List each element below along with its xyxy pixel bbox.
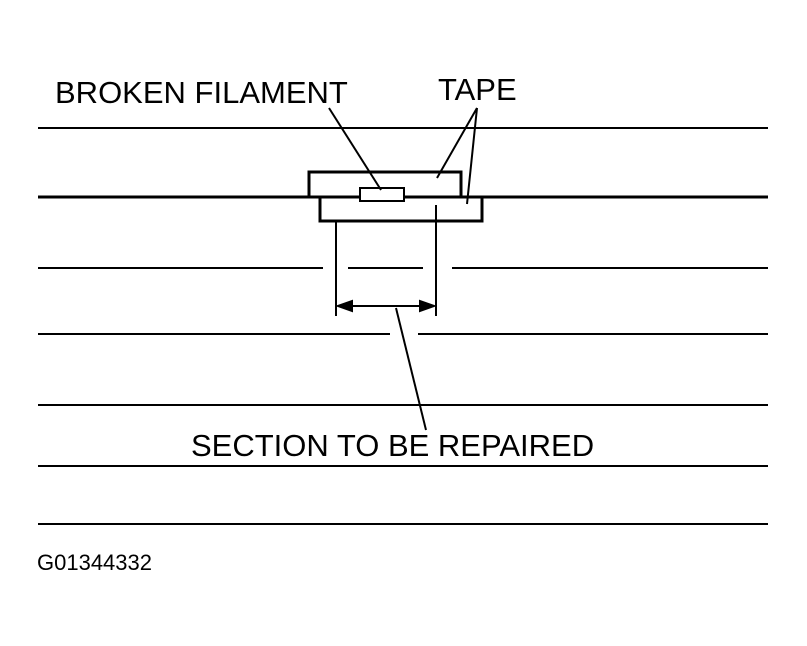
figure-id: G01344332 xyxy=(37,550,152,575)
section-dimension xyxy=(335,205,437,431)
section-leader xyxy=(395,307,427,431)
broken-filament-leader xyxy=(328,107,382,191)
section-label: SECTION TO BE REPAIRED xyxy=(191,428,594,463)
broken-filament-label: BROKEN FILAMENT xyxy=(55,75,348,110)
tape-label: TAPE xyxy=(438,72,517,107)
tape-leader-upper xyxy=(436,107,478,179)
callout-leaders xyxy=(328,107,478,205)
dimension-arrow-left xyxy=(335,299,353,313)
dimension-arrow-right xyxy=(419,299,437,313)
broken-filament-gap xyxy=(359,187,405,202)
tape-leader-lower xyxy=(466,107,478,205)
